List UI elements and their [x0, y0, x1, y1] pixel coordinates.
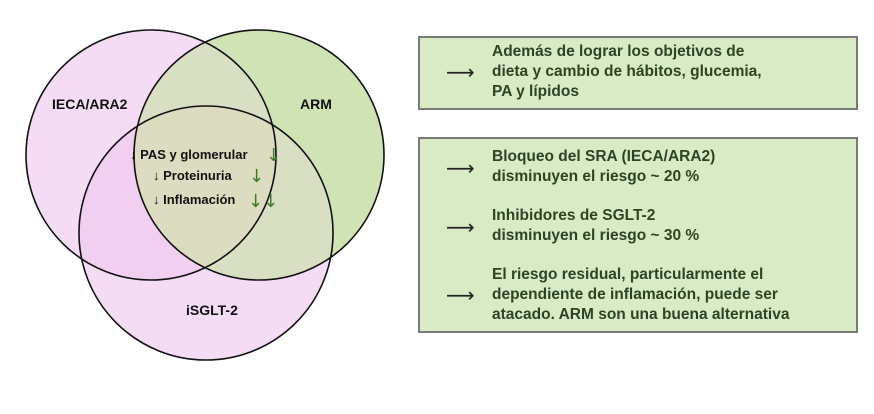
- sra-line-2: disminuyen el riesgo ~ 20 %: [492, 168, 700, 185]
- arrow-icon: ⟶: [446, 60, 475, 84]
- residual-line-2: dependiente de inflamación, puede ser: [492, 286, 778, 303]
- sra-line-1: Bloqueo del SRA (IECA/ARA2): [492, 148, 716, 165]
- green-arrows-inflamacion: ↓↓: [248, 191, 278, 212]
- center-line-inflamacion: ↓ Inflamación: [153, 192, 235, 207]
- green-arrow-proteinuria: ↓: [249, 166, 264, 187]
- sglt2-line-2: disminuyen el riesgo ~ 30 %: [492, 227, 700, 244]
- outline-isglt2: [78, 105, 334, 361]
- label-ieca-ara2: IECA/ARA2: [52, 96, 128, 112]
- center-line-proteinuria: ↓ Proteinuria: [153, 168, 233, 183]
- label-isglt2: iSGLT-2: [186, 302, 238, 318]
- info-box-risk: ⟶ Bloqueo del SRA (IECA/ARA2) disminuyen…: [418, 137, 858, 333]
- goals-line-1: Además de lograr los objetivos de: [492, 43, 745, 60]
- outline-arm: [133, 29, 385, 281]
- center-line-pas: ↓ PAS y glomerular: [130, 147, 248, 162]
- arrow-icon: ⟶: [446, 156, 475, 180]
- venn-diagram: IECA/ARA2 ARM iSGLT-2 ↓ PAS y glomerular…: [25, 29, 385, 361]
- arrow-icon: ⟶: [446, 283, 475, 307]
- residual-line-3: atacado. ARM son una buena alternativa: [492, 306, 790, 323]
- goals-line-2: dieta y cambio de hábitos, glucemia,: [492, 63, 762, 80]
- outline-ieca-ara2: [25, 29, 277, 281]
- sglt2-line-1: Inhibidores de SGLT-2: [492, 207, 656, 224]
- green-arrow-pas: ↓: [266, 145, 281, 166]
- label-arm: ARM: [300, 96, 332, 112]
- info-box-goals: ⟶ Además de lograr los objetivos de diet…: [418, 36, 858, 110]
- residual-line-1: El riesgo residual, particularmente el: [492, 266, 764, 283]
- overlap-center: [134, 106, 276, 280]
- arrow-icon: ⟶: [446, 215, 475, 239]
- goals-line-3: PA y lípidos: [492, 83, 579, 100]
